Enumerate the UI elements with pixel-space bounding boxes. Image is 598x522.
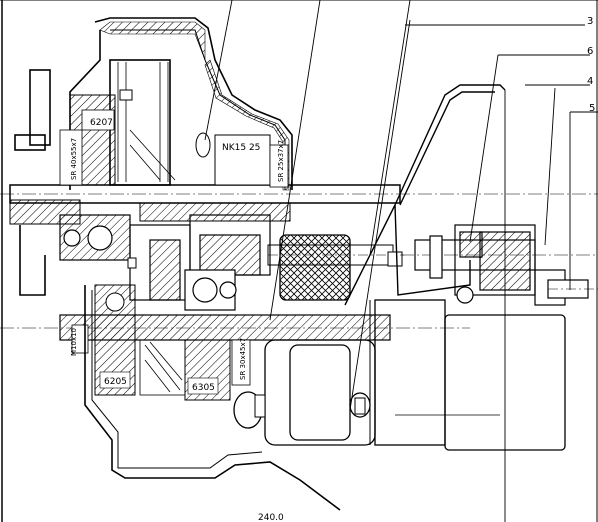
side-mark-label: M10x10 [70, 328, 78, 356]
callout-numbers: 3 6 4 5 [587, 16, 595, 114]
lower-housing [19, 225, 341, 511]
bearing-6205: 6205 [94, 284, 136, 396]
bearing-6207-label: 6207 [90, 118, 113, 128]
callout-3: 3 [587, 16, 593, 27]
callout-4: 4 [587, 76, 593, 87]
callout-leaders [204, 0, 598, 522]
housing-right-wall-hatch [204, 59, 290, 191]
bearing-6207: 6207 [69, 94, 116, 186]
seal-bottom: SR 30x45x7 [231, 338, 251, 386]
coupling-element [267, 234, 405, 301]
housing-wall-hatch [99, 21, 206, 61]
seal-top-left-label: SR 40x55x7 [70, 138, 78, 180]
footer-dimension-label: 240.0 [258, 513, 284, 522]
seal-top-right: SR 25x37x7 [269, 140, 289, 188]
seal-top-left: SR 40x55x7 [59, 129, 83, 186]
callout-6: 6 [587, 46, 593, 57]
seal-top-right-label: SR 25x37x7 [277, 140, 285, 182]
needle-bearing-label: NK15 25 [222, 143, 260, 153]
needle-bearing: NK15 25 [195, 132, 271, 186]
bearing-6305-label: 6305 [192, 383, 215, 393]
intermediate-gear-block [59, 214, 271, 311]
bearing-6305: 6305 [184, 339, 231, 401]
support-plate [344, 84, 506, 445]
seal-bottom-label: SR 30x45x7 [239, 338, 247, 380]
callout-5: 5 [589, 103, 595, 114]
right-flange-assembly [400, 224, 598, 306]
upper-gear [117, 62, 176, 182]
lower-gear [139, 339, 186, 396]
bolts [119, 89, 366, 418]
bearing-6205-label: 6205 [104, 377, 127, 387]
